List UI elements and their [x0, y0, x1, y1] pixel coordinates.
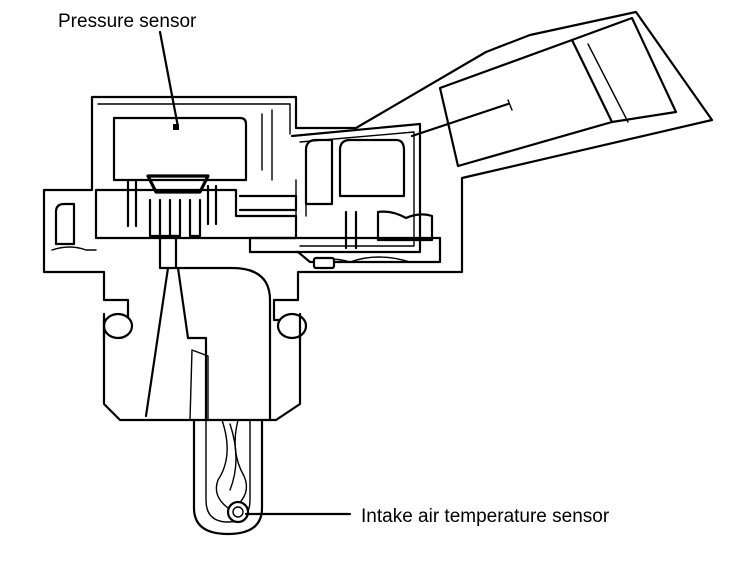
internal-electronics [94, 122, 442, 270]
pressure-sensor-chamber [112, 30, 273, 182]
left-latch [51, 202, 97, 251]
pressure-sensor-label: Pressure sensor [58, 11, 197, 32]
sensor-port-body [144, 234, 272, 422]
o-rings [102, 312, 308, 342]
intake-air-temperature-sensor-label: Intake air temperature sensor [361, 506, 610, 527]
connector-housing [410, 16, 678, 168]
temperature-probe [192, 418, 352, 536]
